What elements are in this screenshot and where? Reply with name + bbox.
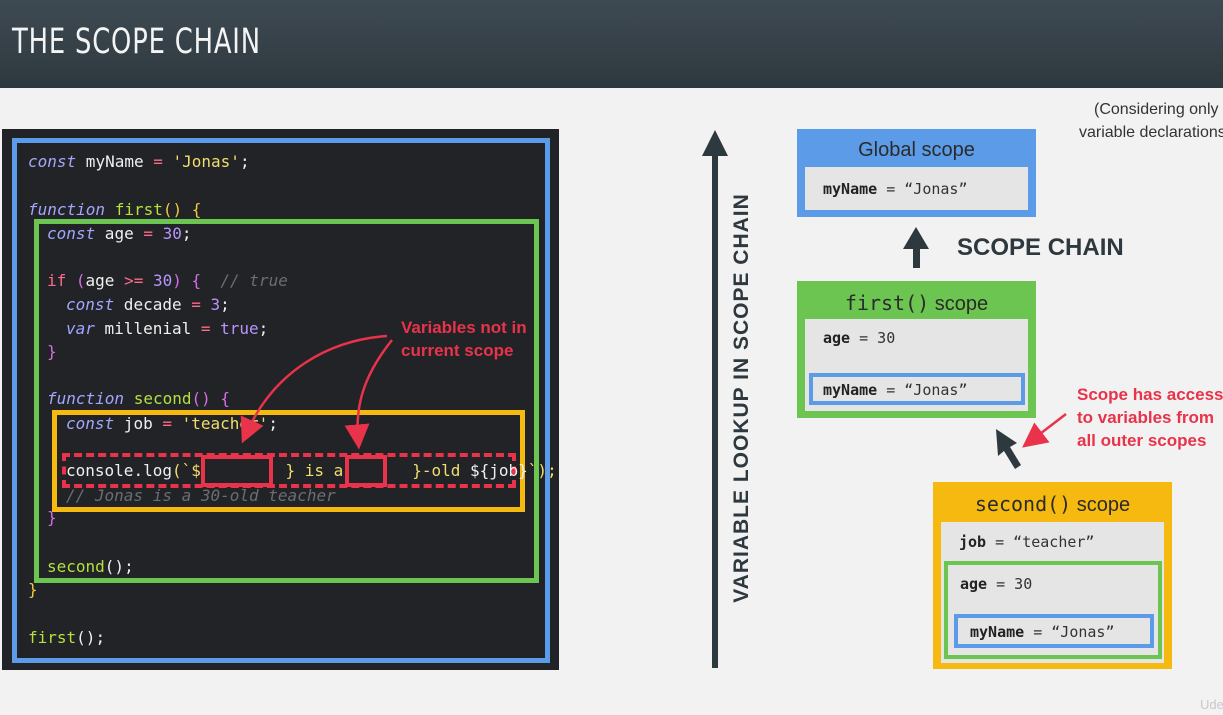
second-inherited-global: myName = “Jonas” <box>954 614 1154 648</box>
annotation-not-in-scope-2: current scope <box>401 341 514 360</box>
annotation-access-2: to variables from <box>1077 408 1214 427</box>
lookup-arrow-head <box>702 130 728 156</box>
second-scope-box: second() scope job = “teacher” age = 30 … <box>933 482 1172 669</box>
highlight-age <box>345 455 387 487</box>
code-line-11: // Jonas is a 30-old teacher <box>66 486 336 505</box>
second-var-job: job = “teacher” <box>959 533 1095 551</box>
global-scope-outline <box>12 138 550 663</box>
scope-chain-arrow-shaft <box>913 246 920 268</box>
first-scope-title: first() scope <box>844 291 989 315</box>
code-line-12: } <box>47 508 57 527</box>
second-inherited-first: age = 30 myName = “Jonas” <box>944 561 1162 659</box>
slide-header <box>0 0 1223 88</box>
second-scope-vars: job = “teacher” age = 30 myName = “Jonas… <box>941 522 1164 663</box>
highlight-myname <box>201 455 273 487</box>
code-line-5: const decade = 3; <box>66 295 230 314</box>
code-line-13: second(); <box>47 557 134 576</box>
code-line-4: if (age >= 30) { // true <box>47 271 288 290</box>
code-line-6: var millenial = true; <box>66 319 269 338</box>
watermark-logo: Ude <box>1200 697 1223 712</box>
note-line-2: variable declarations <box>1079 124 1223 141</box>
code-line-15: first(); <box>28 628 106 647</box>
scope-chain-label: SCOPE CHAIN <box>957 234 1124 261</box>
code-line-7: } <box>47 342 57 361</box>
annotation-not-in-scope-1: Variables not in <box>401 318 527 337</box>
arrow-to-age <box>344 339 393 450</box>
scope-chain-arrow-head <box>903 227 929 249</box>
global-scope-box: Global scope myName = “Jonas” <box>797 129 1036 217</box>
first-var-myname: myName = “Jonas” <box>823 381 968 399</box>
first-var-age: age = 30 <box>823 329 896 347</box>
code-line-1: const myName = 'Jonas'; <box>28 152 250 171</box>
first-scope-vars: age = 30 myName = “Jonas” <box>805 319 1028 411</box>
first-inherited-global: myName = “Jonas” <box>809 373 1025 405</box>
global-scope-title: Global scope <box>858 139 975 161</box>
first-scope-box: first() scope age = 30 myName = “Jonas” <box>797 281 1036 418</box>
arrow-scope-access <box>1022 413 1067 448</box>
code-line-8: function second() { <box>47 389 231 408</box>
second-scope-title: second() scope <box>974 492 1131 516</box>
vertical-lookup-label: VARIABLE LOOKUP IN SCOPE CHAIN <box>730 193 753 603</box>
global-scope-vars: myName = “Jonas” <box>805 167 1028 210</box>
first-scope-outline <box>34 219 539 583</box>
cursor-arrow-icon <box>996 429 1021 469</box>
console-line-outline <box>62 453 516 488</box>
second-var-age: age = 30 <box>960 575 1033 593</box>
code-line-3: const age = 30; <box>47 224 192 243</box>
second-scope-outline <box>52 410 525 512</box>
second-var-myname: myName = “Jonas” <box>970 623 1115 641</box>
arrow-to-myname <box>240 334 388 444</box>
annotation-access-3: all outer scopes <box>1077 431 1207 450</box>
code-line-14: } <box>28 580 38 599</box>
code-line-2: function first() { <box>28 200 202 219</box>
slide-title: THE SCOPE CHAIN <box>12 22 261 62</box>
global-var-myname: myName = “Jonas” <box>823 180 968 198</box>
annotation-access-1: Scope has access <box>1077 385 1223 404</box>
note-line-1: (Considering only <box>1094 101 1219 118</box>
